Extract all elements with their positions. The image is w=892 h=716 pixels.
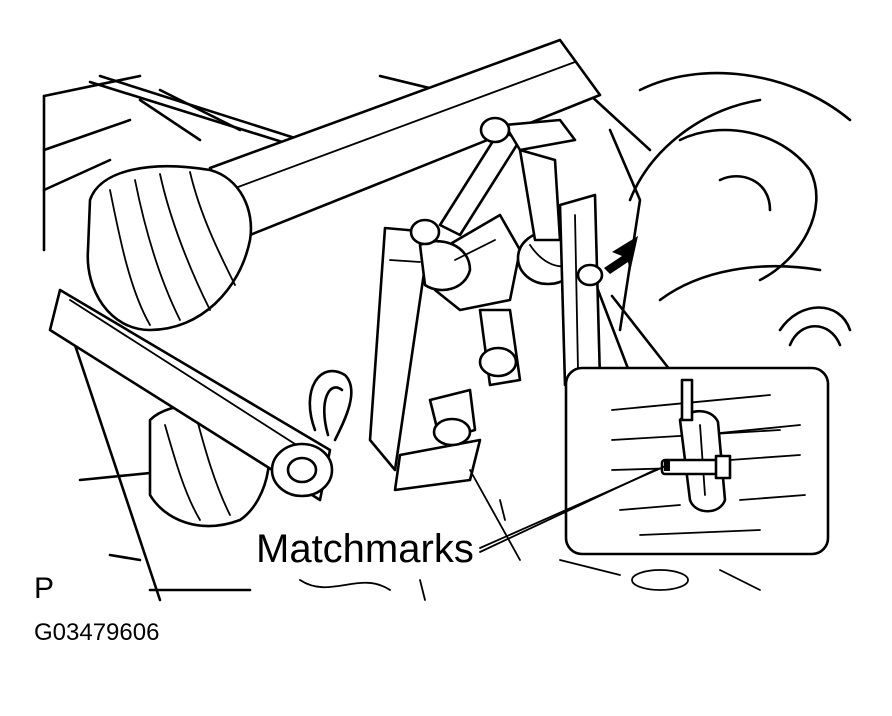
adjust-bracket <box>558 193 604 387</box>
detail-inset <box>564 366 830 556</box>
control-arm <box>48 288 334 502</box>
sensor-body <box>418 213 522 447</box>
ground-lines <box>299 469 761 601</box>
wheel-hub <box>608 71 852 347</box>
view-marker: P <box>34 572 54 605</box>
arrow-icon <box>604 236 638 274</box>
callout-leaders <box>479 464 669 553</box>
figure-code: G03479606 <box>34 619 159 646</box>
matchmarks-label: Matchmarks <box>256 527 474 571</box>
u-bolt <box>308 369 353 442</box>
